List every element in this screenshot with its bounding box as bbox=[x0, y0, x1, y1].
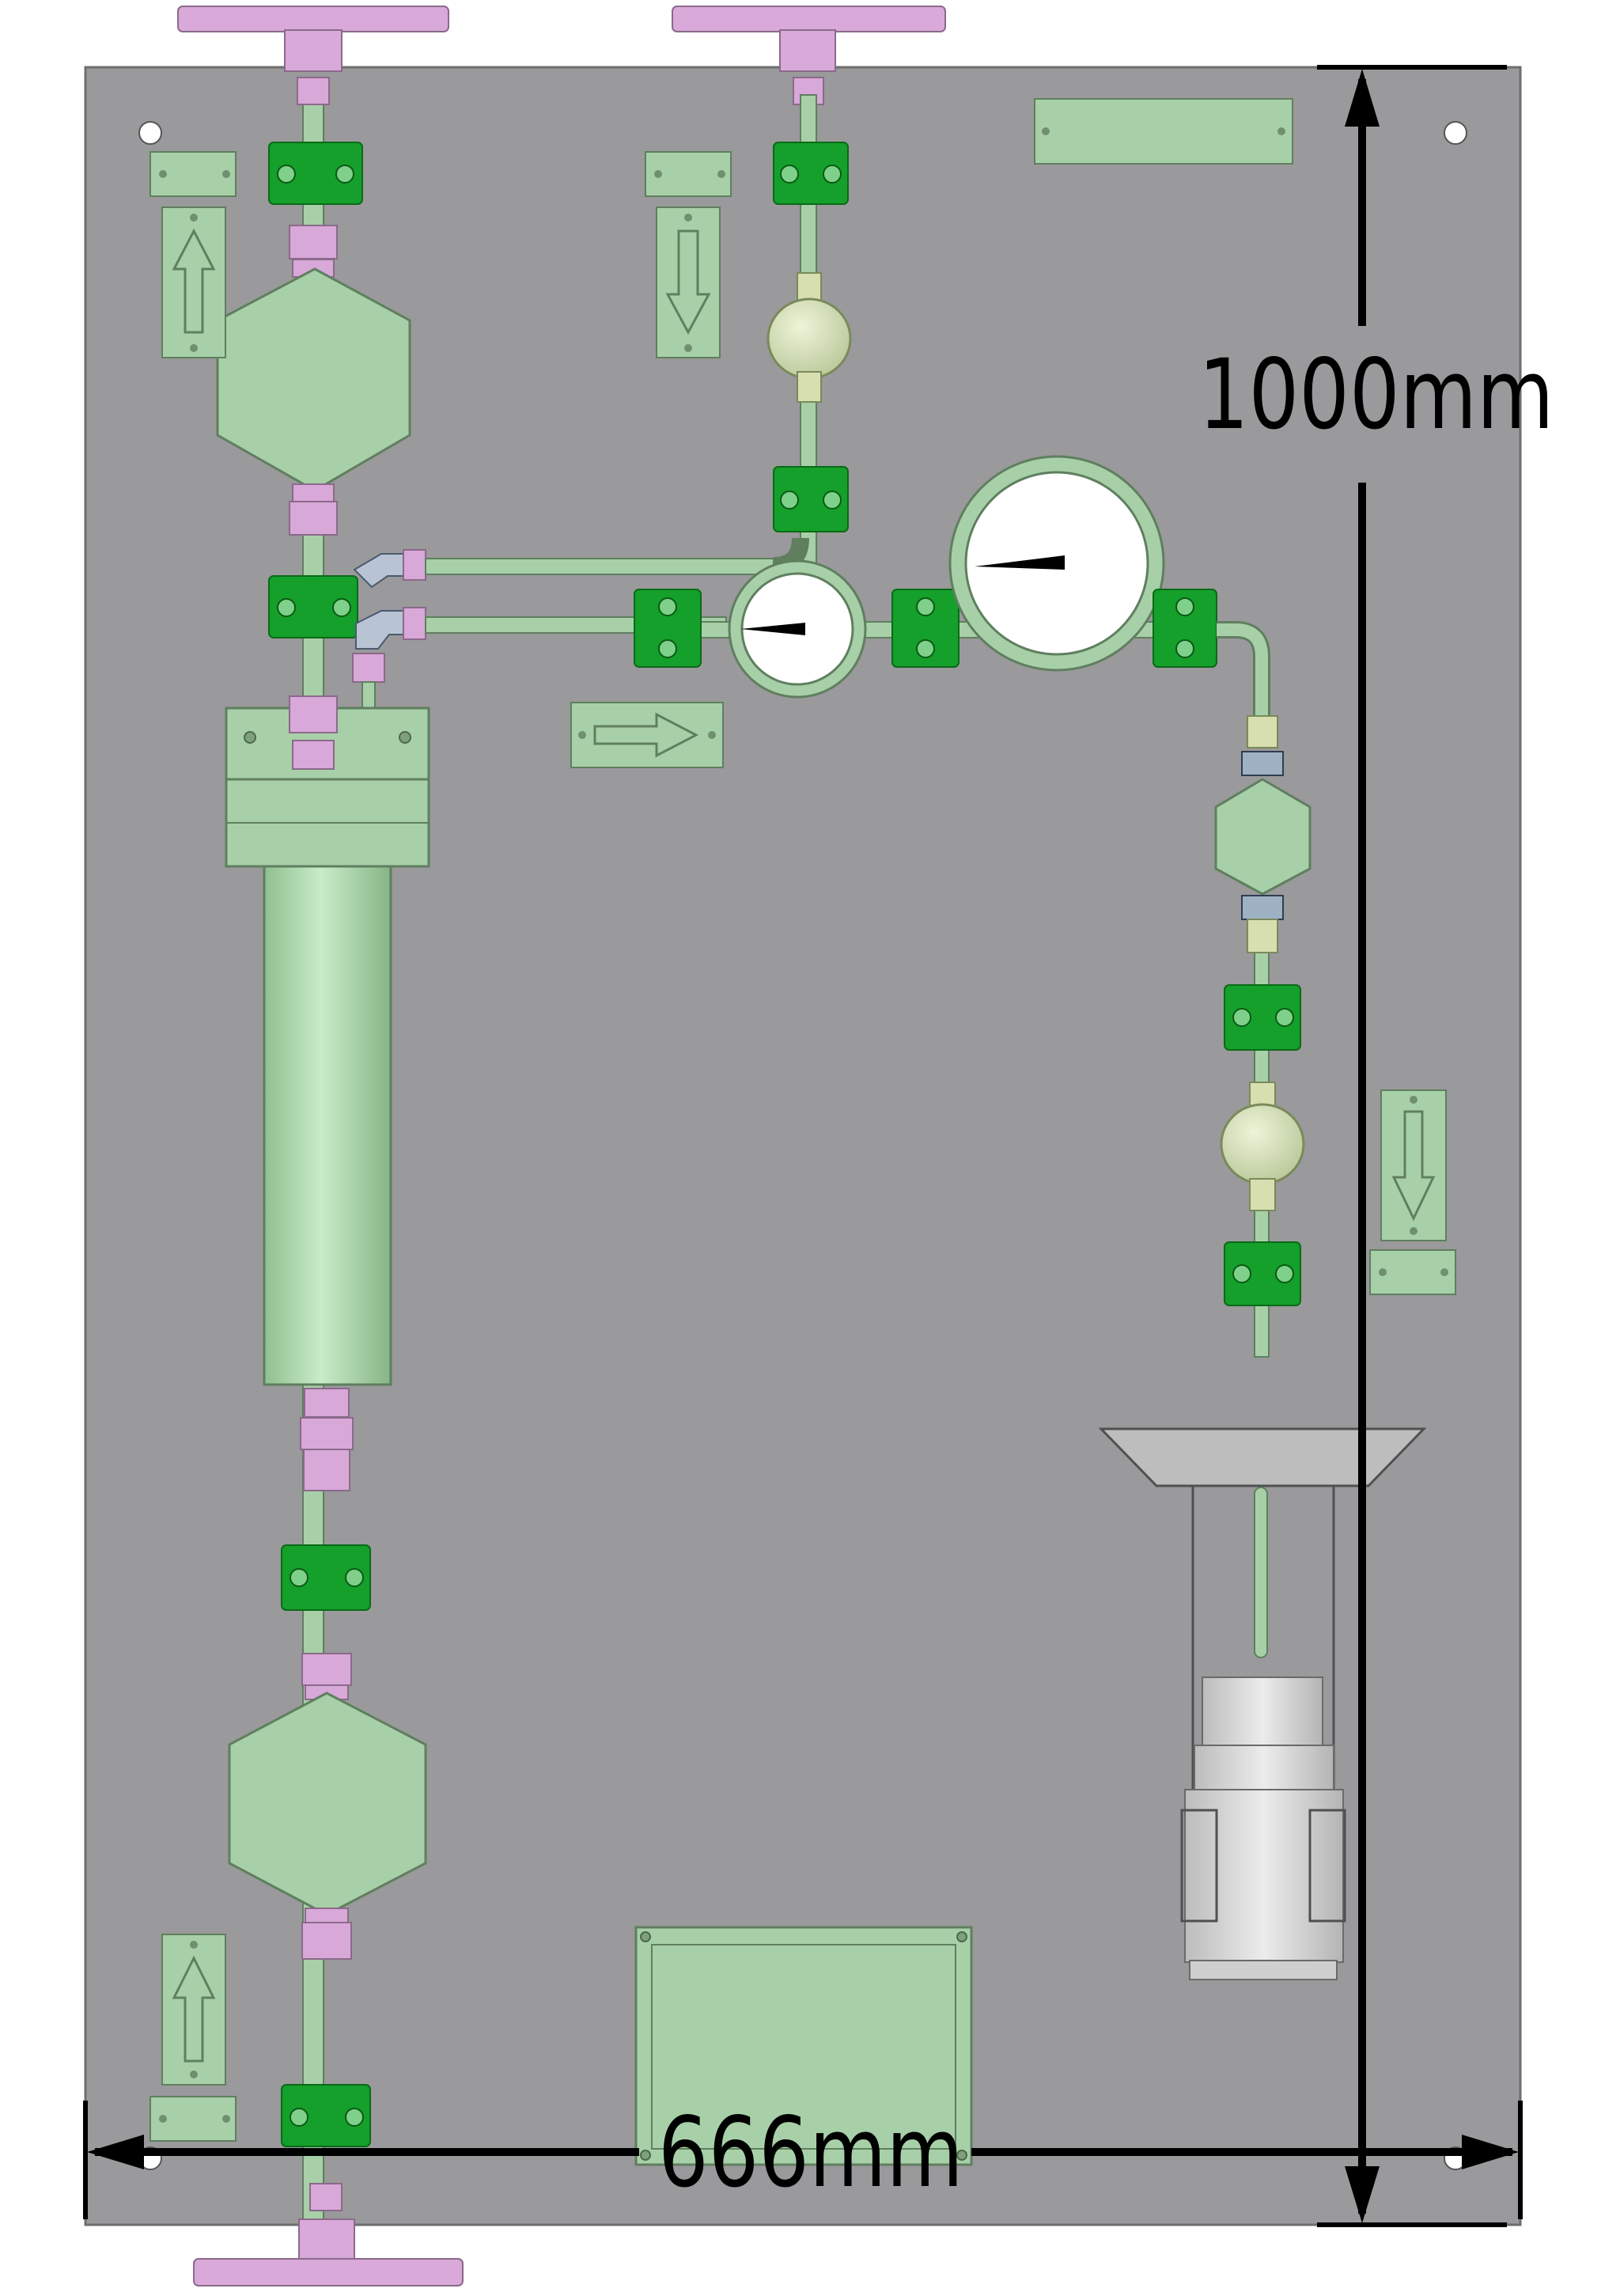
fitting bbox=[301, 1653, 352, 1686]
pipe-clamp bbox=[1153, 589, 1217, 668]
flow-arrow-up bbox=[161, 206, 226, 358]
check-valve bbox=[1220, 1082, 1305, 1211]
pipe-clamp bbox=[773, 142, 849, 205]
mount-hole bbox=[138, 121, 162, 145]
name-plate bbox=[645, 151, 732, 197]
name-plate bbox=[1369, 1249, 1456, 1295]
height-dimension-label: 1000mm bbox=[1198, 339, 1554, 451]
fitting bbox=[309, 2183, 343, 2211]
pipe-bend-fill bbox=[1217, 623, 1268, 720]
pipe-clamp bbox=[773, 466, 849, 532]
flange-top-right bbox=[672, 6, 946, 32]
name-plate bbox=[1034, 98, 1293, 165]
pipe-horizontal-upper bbox=[425, 558, 774, 575]
flange-top-left bbox=[177, 6, 449, 32]
fitting bbox=[304, 1388, 350, 1418]
fitting bbox=[305, 1908, 349, 1923]
pressure-gauge-large bbox=[948, 455, 1165, 672]
elbow-fitting bbox=[353, 549, 426, 589]
pipe-clamp bbox=[281, 2084, 371, 2147]
pipe-clamp bbox=[634, 589, 702, 668]
fitting bbox=[301, 1922, 352, 1960]
fitting bbox=[300, 1417, 354, 1450]
drain-funnel bbox=[1098, 1427, 1427, 1792]
fitting bbox=[793, 77, 824, 105]
fitting bbox=[289, 501, 338, 536]
filter-cylinder bbox=[263, 865, 392, 1386]
flow-arrow-down bbox=[1380, 1089, 1447, 1241]
pipe-clamp bbox=[1224, 1241, 1301, 1306]
fitting bbox=[289, 225, 338, 260]
flow-arrow-right bbox=[570, 702, 724, 768]
dimension-line-width bbox=[83, 2101, 1523, 2219]
pipe-clamp bbox=[268, 142, 363, 205]
fitting bbox=[297, 77, 330, 105]
filter-hex-right bbox=[1214, 715, 1312, 953]
name-plate bbox=[150, 151, 237, 197]
motor bbox=[1180, 1677, 1346, 1980]
elbow-fitting bbox=[352, 607, 426, 683]
flange-neck bbox=[779, 29, 836, 72]
flange-bottom-left bbox=[193, 2258, 464, 2287]
width-dimension-label: 666mm bbox=[658, 2097, 963, 2209]
check-valve bbox=[766, 272, 852, 403]
flange-neck bbox=[298, 2218, 355, 2261]
flow-arrow-down bbox=[656, 206, 721, 358]
pipe-clamp bbox=[891, 589, 960, 668]
pipe-clamp bbox=[1224, 984, 1301, 1051]
flange-neck bbox=[284, 29, 343, 72]
drain-tube bbox=[1254, 1487, 1268, 1658]
mount-hole bbox=[1444, 121, 1467, 145]
fitting bbox=[303, 1449, 350, 1491]
fitting bbox=[292, 483, 335, 502]
name-plate bbox=[150, 2096, 237, 2142]
control-box bbox=[634, 1926, 973, 2166]
pressure-gauge-small bbox=[728, 559, 867, 699]
pipe-clamp bbox=[268, 575, 358, 638]
pipe-clamp bbox=[281, 1544, 371, 1611]
flow-arrow-up bbox=[161, 1934, 226, 2086]
fitting bbox=[292, 740, 335, 770]
fitting bbox=[289, 695, 338, 733]
dimension-line-height bbox=[1317, 65, 1507, 2227]
